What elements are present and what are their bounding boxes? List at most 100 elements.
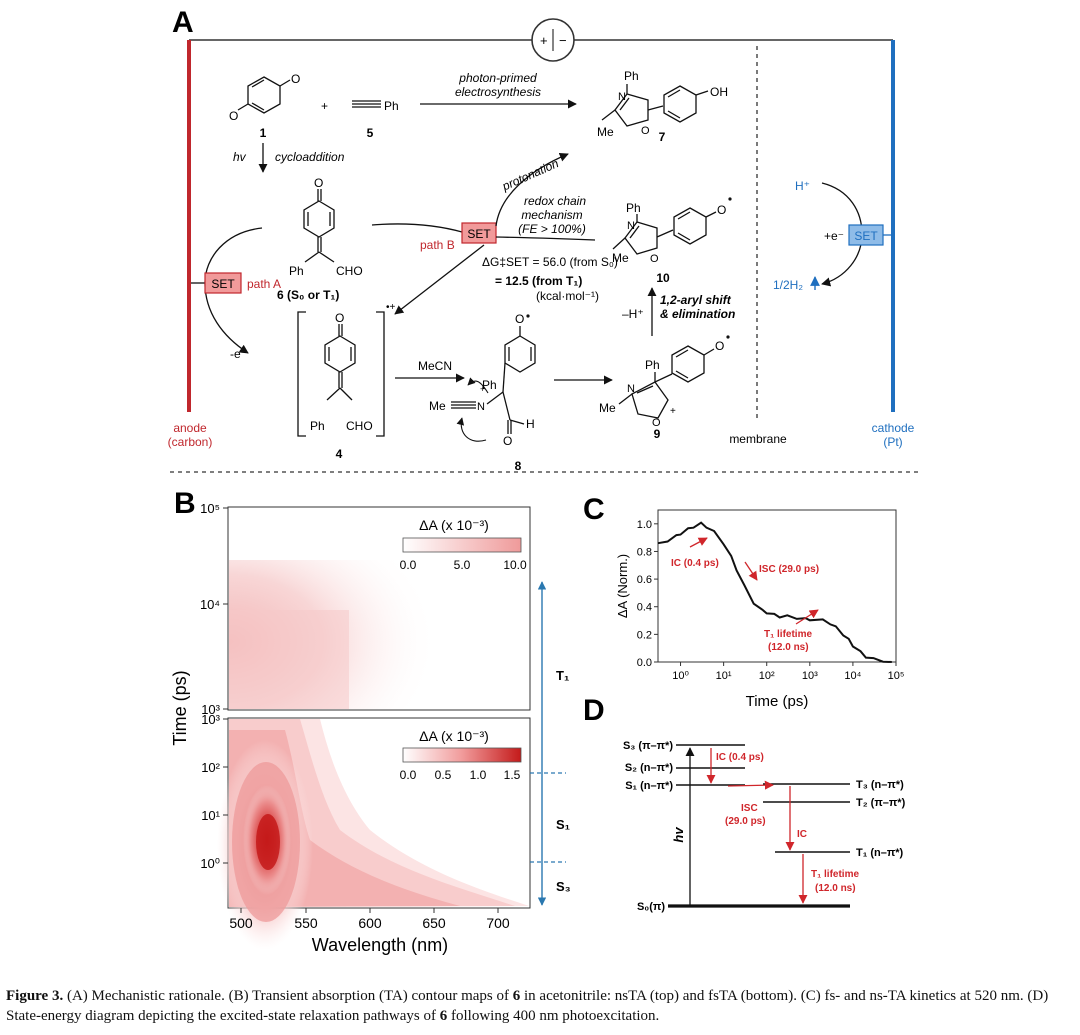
c-y-tick-label: 0.2	[637, 629, 652, 641]
svg-text:O: O	[650, 253, 659, 265]
arrow-protonation	[495, 152, 569, 227]
svg-text:1,2-aryl shift: 1,2-aryl shift	[660, 293, 732, 307]
membrane-label: membrane	[729, 432, 787, 446]
c-y-tick-label: 0.0	[637, 657, 652, 669]
svg-text:700: 700	[486, 915, 510, 931]
svg-text:T₂ (π–π*): T₂ (π–π*)	[856, 797, 906, 809]
svg-text:(29.0 ps): (29.0 ps)	[725, 816, 766, 827]
svg-text:H: H	[526, 417, 535, 431]
cathode-label: cathode	[872, 421, 915, 435]
svg-text:(12.0 ns): (12.0 ns)	[815, 883, 856, 894]
compound-5	[352, 100, 381, 108]
svg-text:10²: 10²	[201, 760, 220, 775]
svg-text:OH: OH	[710, 85, 728, 99]
svg-text:Me: Me	[429, 399, 446, 413]
c-x-tick-label: 10⁴	[844, 670, 861, 682]
dg-line-3: (kcal·mol⁻¹)	[536, 289, 599, 303]
panel-c-xlabel: Time (ps)	[746, 693, 809, 710]
c-x-tick-label: 10¹	[716, 670, 732, 682]
svg-text:S₃ (π–π*): S₃ (π–π*)	[623, 740, 673, 752]
path-b-label: path B	[420, 238, 455, 252]
c-x-tick-label: 10⁵	[888, 670, 905, 682]
dg-line-2: = 12.5 (from T₁)	[495, 274, 582, 288]
bottom-colorbar	[402, 747, 522, 763]
svg-text:Me: Me	[597, 125, 614, 139]
svg-text:hv: hv	[671, 827, 686, 843]
arrow-to-4	[394, 244, 485, 315]
top-colorbar-title: ΔA (x 10⁻³)	[419, 517, 489, 533]
svg-text:Ph: Ph	[482, 378, 497, 392]
c-y-tick-label: 0.6	[637, 574, 652, 586]
arrow-redox-chain	[495, 236, 596, 241]
svg-text:Ph: Ph	[384, 99, 399, 113]
svg-text:10³: 10³	[201, 702, 220, 717]
svg-text:T₃ (n–π*): T₃ (n–π*)	[856, 779, 904, 791]
svg-text:& elimination: & elimination	[660, 307, 735, 321]
svg-text:O: O	[717, 203, 726, 217]
svg-text:1.0: 1.0	[470, 768, 487, 782]
compound-1	[237, 76, 291, 114]
svg-text:+: +	[321, 99, 328, 113]
svg-text:CHO: CHO	[336, 264, 363, 278]
compound-6	[303, 189, 335, 263]
svg-text:+e⁻: +e⁻	[824, 229, 844, 243]
svg-text:Ph: Ph	[645, 358, 660, 372]
svg-text:500: 500	[229, 915, 253, 931]
svg-text:redox chain: redox chain	[524, 194, 586, 208]
compound-10	[612, 207, 717, 255]
panel-d-label: D	[583, 694, 605, 727]
svg-text:N: N	[477, 401, 485, 413]
svg-text:MeCN: MeCN	[418, 359, 452, 373]
svg-text:protonation: protonation	[499, 156, 561, 194]
compound-8-number: 8	[515, 459, 522, 473]
svg-text:(FE > 100%): (FE > 100%)	[518, 222, 586, 236]
power-minus: −	[559, 33, 567, 48]
panel-b-ylabel: Time (ps)	[170, 670, 190, 745]
svg-text:S₀(π): S₀(π)	[637, 901, 665, 913]
svg-text:Ph: Ph	[626, 201, 641, 215]
electrosynthesis-label: electrosynthesis	[455, 85, 541, 99]
c-y-tick-label: 0.4	[637, 602, 652, 614]
svg-text:O: O	[291, 72, 300, 86]
compound-1-number: 1	[260, 126, 267, 140]
c-x-tick-label: 10⁰	[672, 670, 689, 682]
photon-primed-label: photon-primed	[458, 71, 537, 85]
svg-text:0.5: 0.5	[435, 768, 452, 782]
svg-text:Ph: Ph	[289, 264, 304, 278]
svg-text:–H⁺: –H⁺	[622, 307, 644, 321]
panel-a: A + − anode (carbon) cathode (Pt) membra…	[168, 6, 922, 473]
svg-text:10.0: 10.0	[503, 558, 527, 572]
svg-text:O: O	[641, 125, 650, 137]
anode-material: (carbon)	[168, 435, 213, 449]
compound-4-number: 4	[336, 447, 343, 461]
panel-c-label: C	[583, 493, 605, 526]
compound-10-number: 10	[656, 271, 670, 285]
path-a-label: path A	[247, 277, 281, 291]
c-y-tick-label: 0.8	[637, 546, 652, 558]
svg-text:Ph: Ph	[310, 419, 325, 433]
svg-text:O: O	[503, 434, 512, 448]
svg-text:SET: SET	[211, 277, 235, 291]
svg-text:600: 600	[358, 915, 382, 931]
svg-text:550: 550	[294, 915, 318, 931]
svg-text:IC (0.4 ps): IC (0.4 ps)	[716, 752, 764, 763]
top-colorbar	[402, 537, 522, 553]
bottom-colorbar-title: ΔA (x 10⁻³)	[419, 728, 489, 744]
compound-7-number: 7	[659, 130, 666, 144]
anode-label: anode	[173, 421, 207, 435]
region-s3: S₃	[556, 879, 571, 894]
compound-8	[451, 326, 536, 434]
svg-text:10³: 10³	[201, 712, 220, 727]
svg-text:O: O	[314, 176, 323, 190]
figure-caption: Figure 3. (A) Mechanistic rationale. (B)…	[6, 988, 1049, 1024]
svg-text:O: O	[515, 312, 524, 326]
svg-text:•+: •+	[386, 302, 396, 313]
annotation-t1-value: (12.0 ns)	[768, 642, 809, 653]
set-box-path-a	[204, 272, 242, 294]
region-t1: T₁	[556, 668, 569, 683]
svg-text:O: O	[715, 339, 724, 353]
power-plus: +	[540, 33, 548, 48]
svg-text:10¹: 10¹	[201, 808, 220, 823]
svg-text:O: O	[229, 109, 238, 123]
